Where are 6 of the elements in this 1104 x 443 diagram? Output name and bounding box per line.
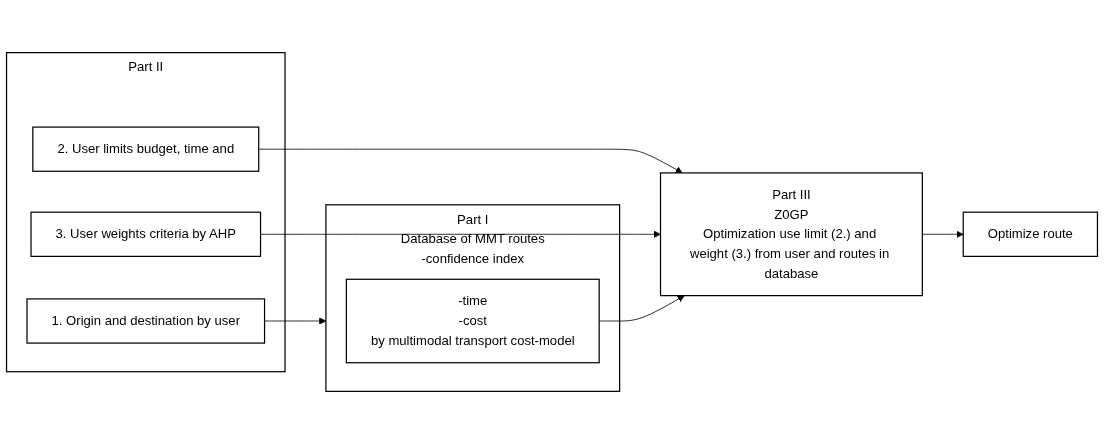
node-box: 3. User weights criteria by AHP	[30, 211, 262, 257]
node-box: -time -cost by multimodal transport cost-model	[345, 278, 600, 363]
node-box: Optimize route	[962, 211, 1099, 257]
node-box: 2. User limits budget, time and	[32, 125, 260, 172]
node-box: 1. Origin and destination by user	[26, 297, 266, 344]
node-box: Part III Z0GP Optimization use limit (2.) and weight (3.) from user and routes in database	[659, 171, 923, 296]
